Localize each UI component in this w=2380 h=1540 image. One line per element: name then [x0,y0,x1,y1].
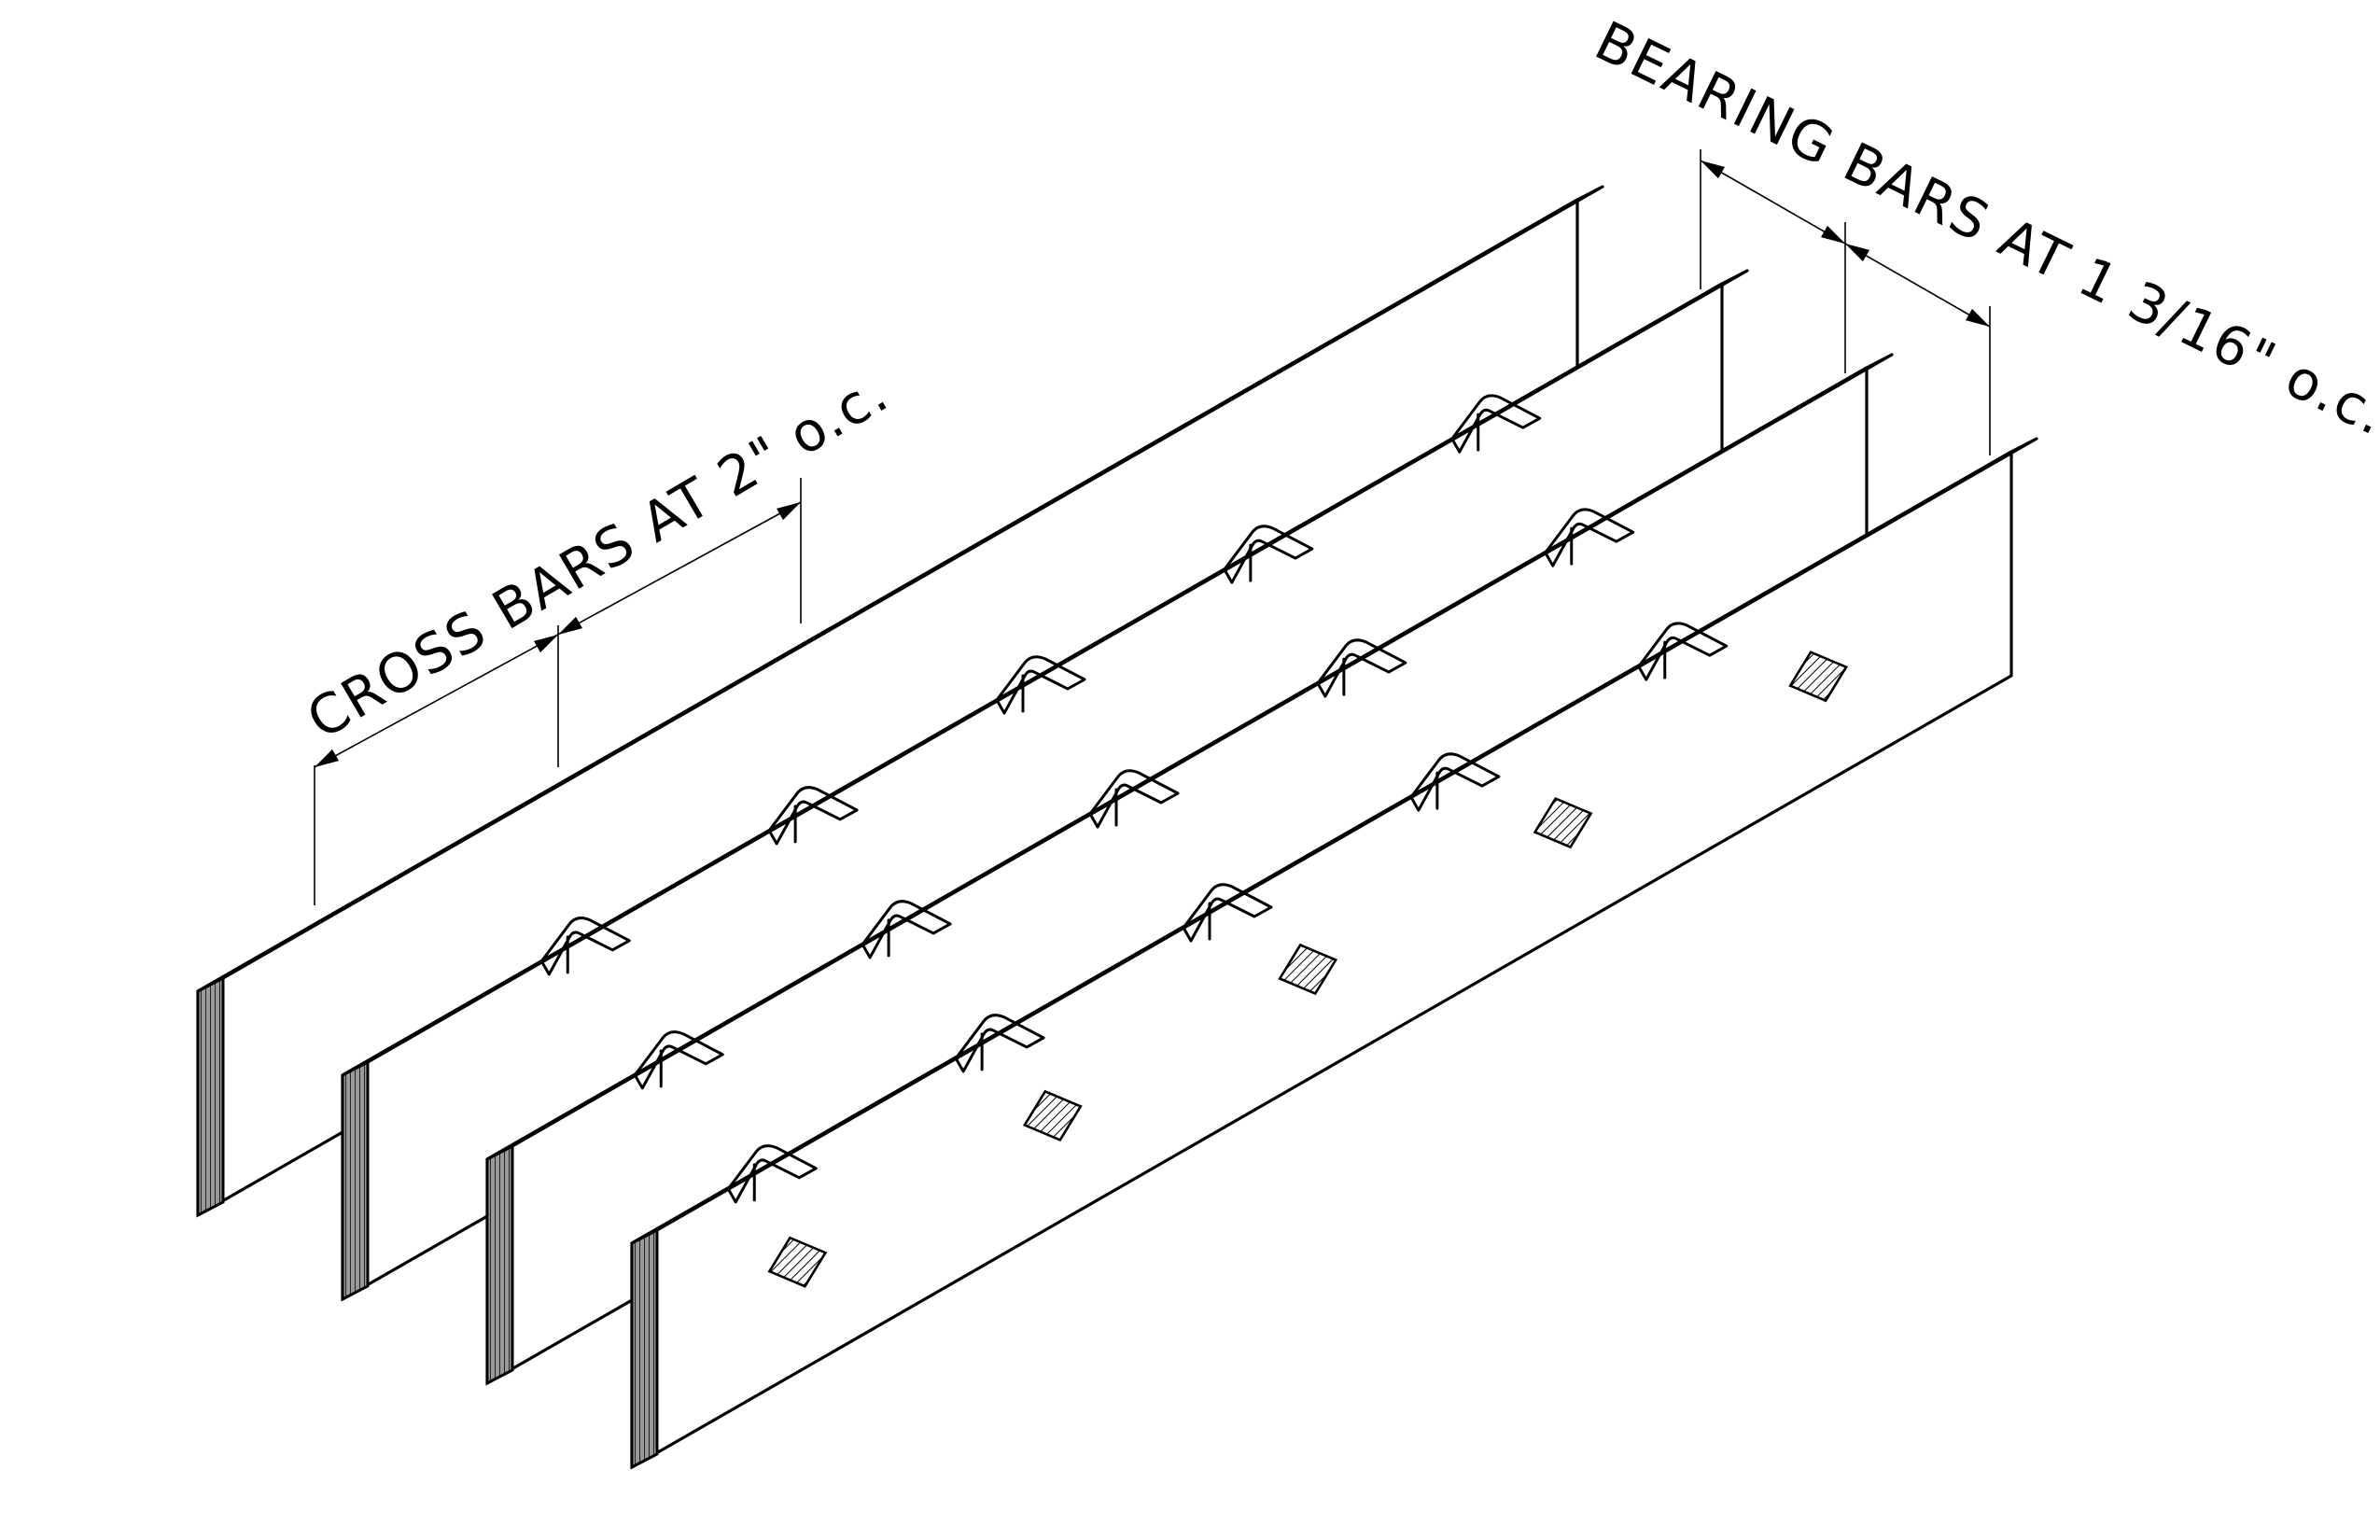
cross-dimension-line [314,501,802,768]
cross-arrow-mid-b [558,616,582,635]
bearing-bars-group [196,185,2038,1470]
bearing-arrow-mid-b [1845,244,1869,262]
bar-end-face [485,1143,514,1386]
cross-bar-section [1533,796,1593,849]
cross-bar-notch [1182,883,1273,943]
cross-bar-notch [633,1030,724,1090]
cross-arrow-left [315,749,339,767]
cross-bar-notch [726,1144,818,1204]
cross-bar-notch [767,786,859,846]
cross-bar-notch [954,1014,1045,1073]
cross-bar-notch [1637,622,1729,681]
cross-arrow-right [777,502,801,521]
cross-bar-notch [861,900,952,959]
bar-end-face [196,975,225,1218]
bearing-arrow-left [1701,161,1725,179]
bearing-arrow-right [1966,308,1990,327]
bearing-bar-4 [630,437,2038,1470]
bar-end-face [341,1059,370,1302]
cross-arrow-mid-a [534,635,558,653]
cross-bar-section [1278,943,1338,996]
bearing-arrow-mid-a [1821,225,1845,244]
cross-bar-section [1788,651,1848,703]
cross-bar-notch [1316,638,1407,698]
cross-bar-notch [1450,394,1542,454]
cross-bar-section [1022,1089,1083,1142]
cross-bar-notch [1409,752,1501,812]
cross-bar-notch [1223,525,1314,584]
bar-end-face [630,1227,659,1470]
cross-bar-section [767,1236,828,1288]
cross-bar-notch [1544,508,1635,567]
cross-bar-notch [1088,769,1180,829]
dimension-lines [314,149,1991,905]
cross-bar-notch [539,917,631,976]
cross-bar-notch [995,655,1086,715]
